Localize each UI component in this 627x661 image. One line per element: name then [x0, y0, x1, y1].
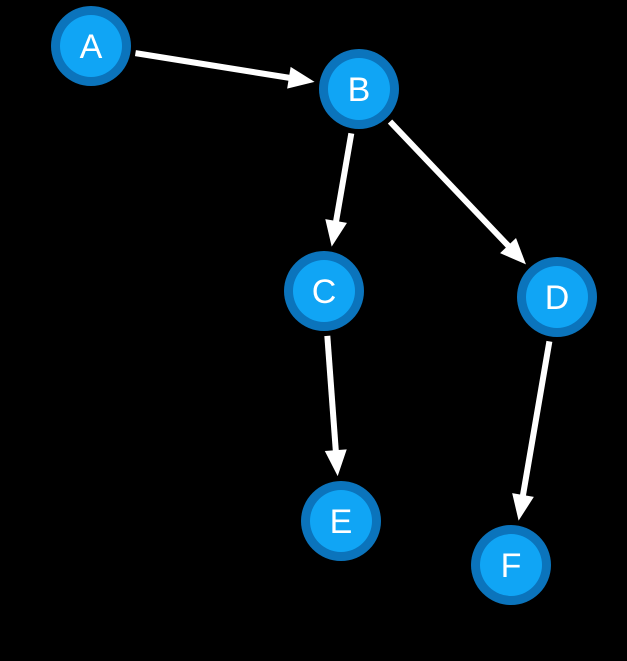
edge-d-to-f[interactable] — [512, 340, 553, 521]
graph-node-a[interactable]: A — [51, 6, 131, 86]
node-fill — [526, 266, 588, 328]
node-fill — [480, 534, 542, 596]
node-label: B — [348, 71, 371, 109]
arrowhead-icon — [500, 237, 526, 265]
edge-line — [134, 50, 294, 82]
arrowhead-icon — [512, 493, 534, 521]
edge-c-to-e[interactable] — [324, 335, 347, 477]
graph-node-b[interactable]: B — [319, 49, 399, 129]
node-label: E — [330, 503, 353, 541]
edges-layer — [134, 50, 553, 521]
edge-line — [332, 132, 355, 226]
node-label: C — [312, 273, 337, 311]
nodes-layer: A B C D E F — [51, 6, 597, 605]
arrowhead-icon — [287, 66, 315, 89]
node-fill — [328, 58, 390, 120]
arrowhead-icon — [325, 219, 347, 247]
graph-node-d[interactable]: D — [517, 257, 597, 337]
graph-node-e[interactable]: E — [301, 481, 381, 561]
arrowhead-icon — [324, 449, 347, 477]
edge-a-to-b[interactable] — [134, 50, 315, 89]
edge-line — [519, 340, 553, 500]
node-label: A — [80, 28, 103, 66]
graph-node-c[interactable]: C — [284, 251, 364, 331]
node-label: D — [545, 279, 570, 317]
graph-node-f[interactable]: F — [471, 525, 551, 605]
edge-b-to-c[interactable] — [325, 132, 355, 247]
edge-line — [324, 335, 340, 455]
node-fill — [310, 490, 372, 552]
edge-line — [387, 119, 513, 251]
node-fill — [293, 260, 355, 322]
node-label: F — [501, 547, 522, 585]
edge-b-to-d[interactable] — [387, 119, 526, 265]
node-fill — [60, 15, 122, 77]
